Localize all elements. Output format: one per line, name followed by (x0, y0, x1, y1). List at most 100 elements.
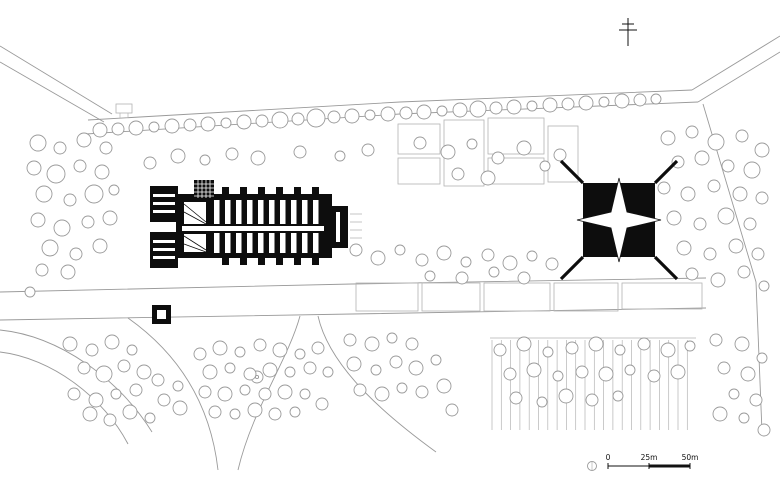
tree (208, 405, 222, 419)
annex-building (152, 305, 171, 324)
tree (262, 362, 278, 378)
rib (269, 200, 275, 224)
tree (94, 164, 110, 180)
tree (128, 120, 144, 136)
tree (493, 343, 507, 357)
tree (440, 144, 456, 160)
rib (302, 200, 308, 224)
tree (413, 136, 427, 150)
tree (122, 404, 138, 420)
tree (743, 217, 757, 231)
tree (614, 93, 630, 109)
tree (255, 114, 269, 128)
roof-tab (222, 257, 229, 265)
tree (685, 125, 699, 139)
tree (136, 364, 152, 380)
tree (380, 106, 396, 122)
road-topright-2 (697, 51, 780, 103)
tree (585, 393, 599, 407)
tree (30, 212, 46, 228)
tree-group-bottom-left-cluster (62, 334, 188, 427)
tree (364, 336, 380, 352)
parking-stripes (491, 340, 688, 430)
tree (243, 367, 257, 381)
tree (415, 385, 429, 399)
tree (110, 388, 122, 400)
parcel (487, 117, 545, 155)
tree (480, 170, 496, 186)
tree (268, 407, 282, 421)
antenna-icon (619, 18, 637, 46)
tree-group-bottom-center-cluster (193, 338, 334, 421)
tree (82, 406, 98, 422)
rib (280, 233, 286, 253)
road-topright-1 (691, 35, 780, 91)
tree (743, 161, 761, 179)
tree (63, 193, 77, 207)
tree (306, 108, 326, 128)
tree (598, 96, 610, 108)
tree-group-bottom-mid-scatter (343, 332, 459, 417)
rib (214, 233, 220, 253)
tree (250, 150, 266, 166)
tree (670, 364, 686, 380)
wing-slit (153, 248, 175, 251)
pavilion-building (559, 159, 679, 281)
tree (294, 348, 306, 360)
tree (740, 366, 756, 382)
tree (364, 109, 376, 121)
tree (129, 383, 143, 397)
road-mid-lower-edge (0, 307, 707, 321)
tree (598, 366, 614, 382)
tree (721, 159, 735, 173)
annex-courtyard (157, 310, 166, 319)
tree (374, 386, 390, 402)
tree (334, 150, 346, 162)
tree (322, 366, 334, 378)
tree (76, 132, 92, 148)
tree (558, 388, 574, 404)
parcel (547, 125, 579, 183)
tree (151, 373, 165, 387)
tree (734, 336, 750, 352)
tree (111, 122, 125, 136)
tree (650, 93, 662, 105)
tree (737, 265, 751, 279)
road-right-boundary (702, 103, 763, 433)
rib (280, 200, 286, 224)
tree (200, 116, 216, 132)
tree (506, 99, 522, 115)
tree (405, 337, 419, 351)
tree (183, 118, 197, 132)
tree (225, 147, 239, 161)
tree (757, 423, 771, 437)
tree (466, 138, 478, 150)
tree (735, 129, 749, 143)
tree (311, 341, 325, 355)
road-top-upper-edge (87, 89, 693, 121)
tree-group-mid-upper-scatter (143, 143, 375, 170)
tree (26, 160, 42, 176)
tree (343, 333, 357, 347)
tree (291, 112, 305, 126)
pavilion-strut-sw (559, 255, 585, 281)
rib (291, 200, 297, 224)
rib (302, 233, 308, 253)
tree (516, 336, 532, 352)
rib (247, 233, 253, 253)
tree (703, 247, 717, 261)
tree (694, 150, 710, 166)
roof-tab (312, 187, 319, 195)
tree (526, 100, 538, 112)
tree (77, 361, 91, 375)
main-building (150, 180, 362, 268)
tree (84, 184, 104, 204)
tree (660, 130, 676, 146)
tree (430, 354, 442, 366)
roof-tab (276, 257, 283, 265)
tree (717, 207, 735, 225)
tree (451, 167, 465, 181)
tree (754, 142, 770, 158)
tree (220, 117, 232, 129)
roof-tab (240, 257, 247, 265)
